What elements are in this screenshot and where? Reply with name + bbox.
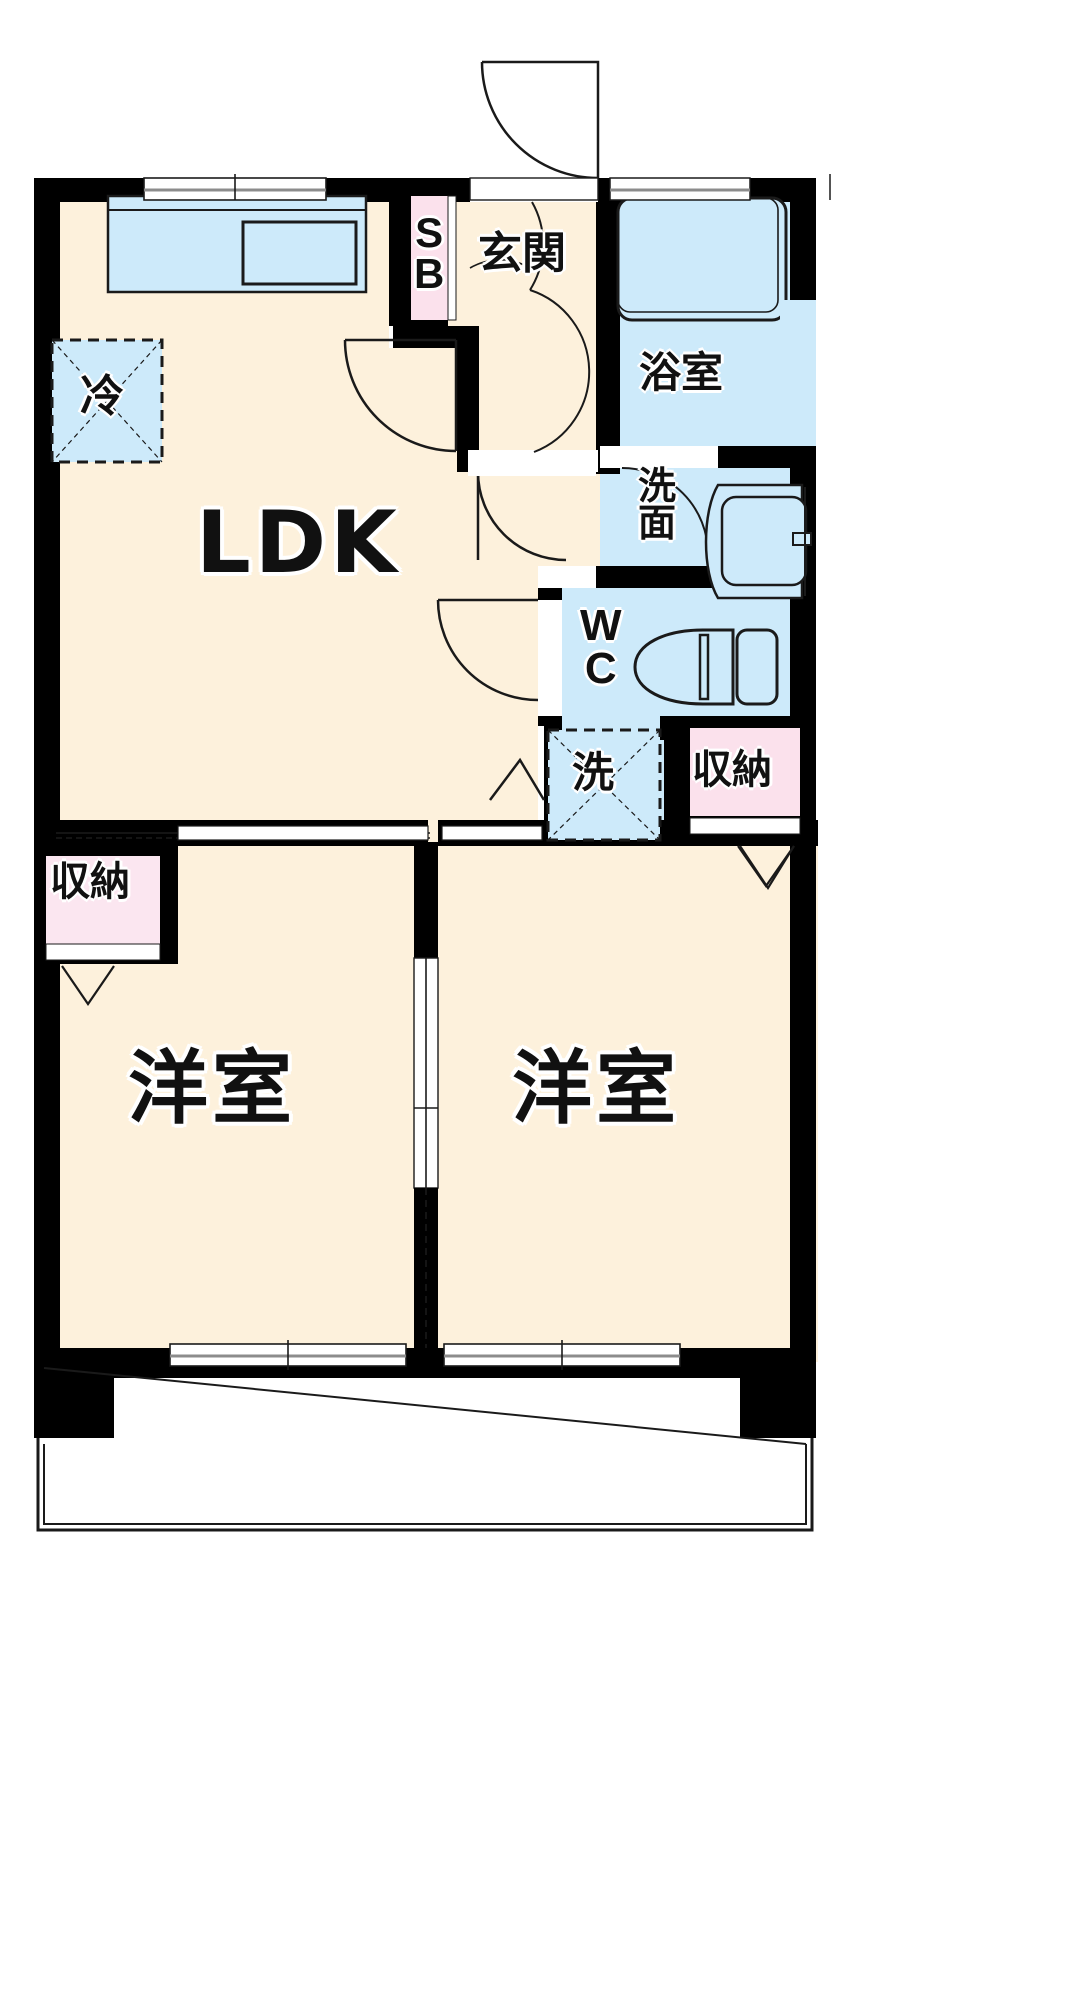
washroom-folding-door[interactable]	[489, 757, 546, 801]
kitchen-counter	[106, 194, 368, 294]
corridor-door[interactable]	[468, 468, 596, 562]
bedroom-left-window	[169, 1340, 407, 1370]
bathroom-window	[609, 174, 831, 201]
closet-left	[38, 832, 430, 1006]
refrigerator-space	[50, 338, 164, 464]
closet-right	[682, 724, 816, 888]
wc-door[interactable]	[436, 598, 539, 702]
bedroom-right-door[interactable]	[441, 825, 543, 841]
washbasin	[704, 483, 812, 600]
genkan-door-arc[interactable]	[469, 201, 591, 453]
ldk-door[interactable]	[343, 338, 458, 453]
closet-right-opening	[739, 845, 795, 891]
entrance-door[interactable]	[469, 60, 600, 201]
toilet-bowl	[633, 628, 779, 706]
balcony	[36, 1367, 814, 1532]
bedroom-right-window	[443, 1340, 681, 1370]
room-partition-sliding[interactable]	[413, 957, 439, 1348]
kitchen-window	[143, 174, 327, 201]
bathtub	[616, 196, 788, 322]
washing-machine-space	[546, 728, 662, 842]
bedroom-left-door[interactable]	[177, 825, 429, 841]
bath-alcove	[780, 300, 816, 446]
